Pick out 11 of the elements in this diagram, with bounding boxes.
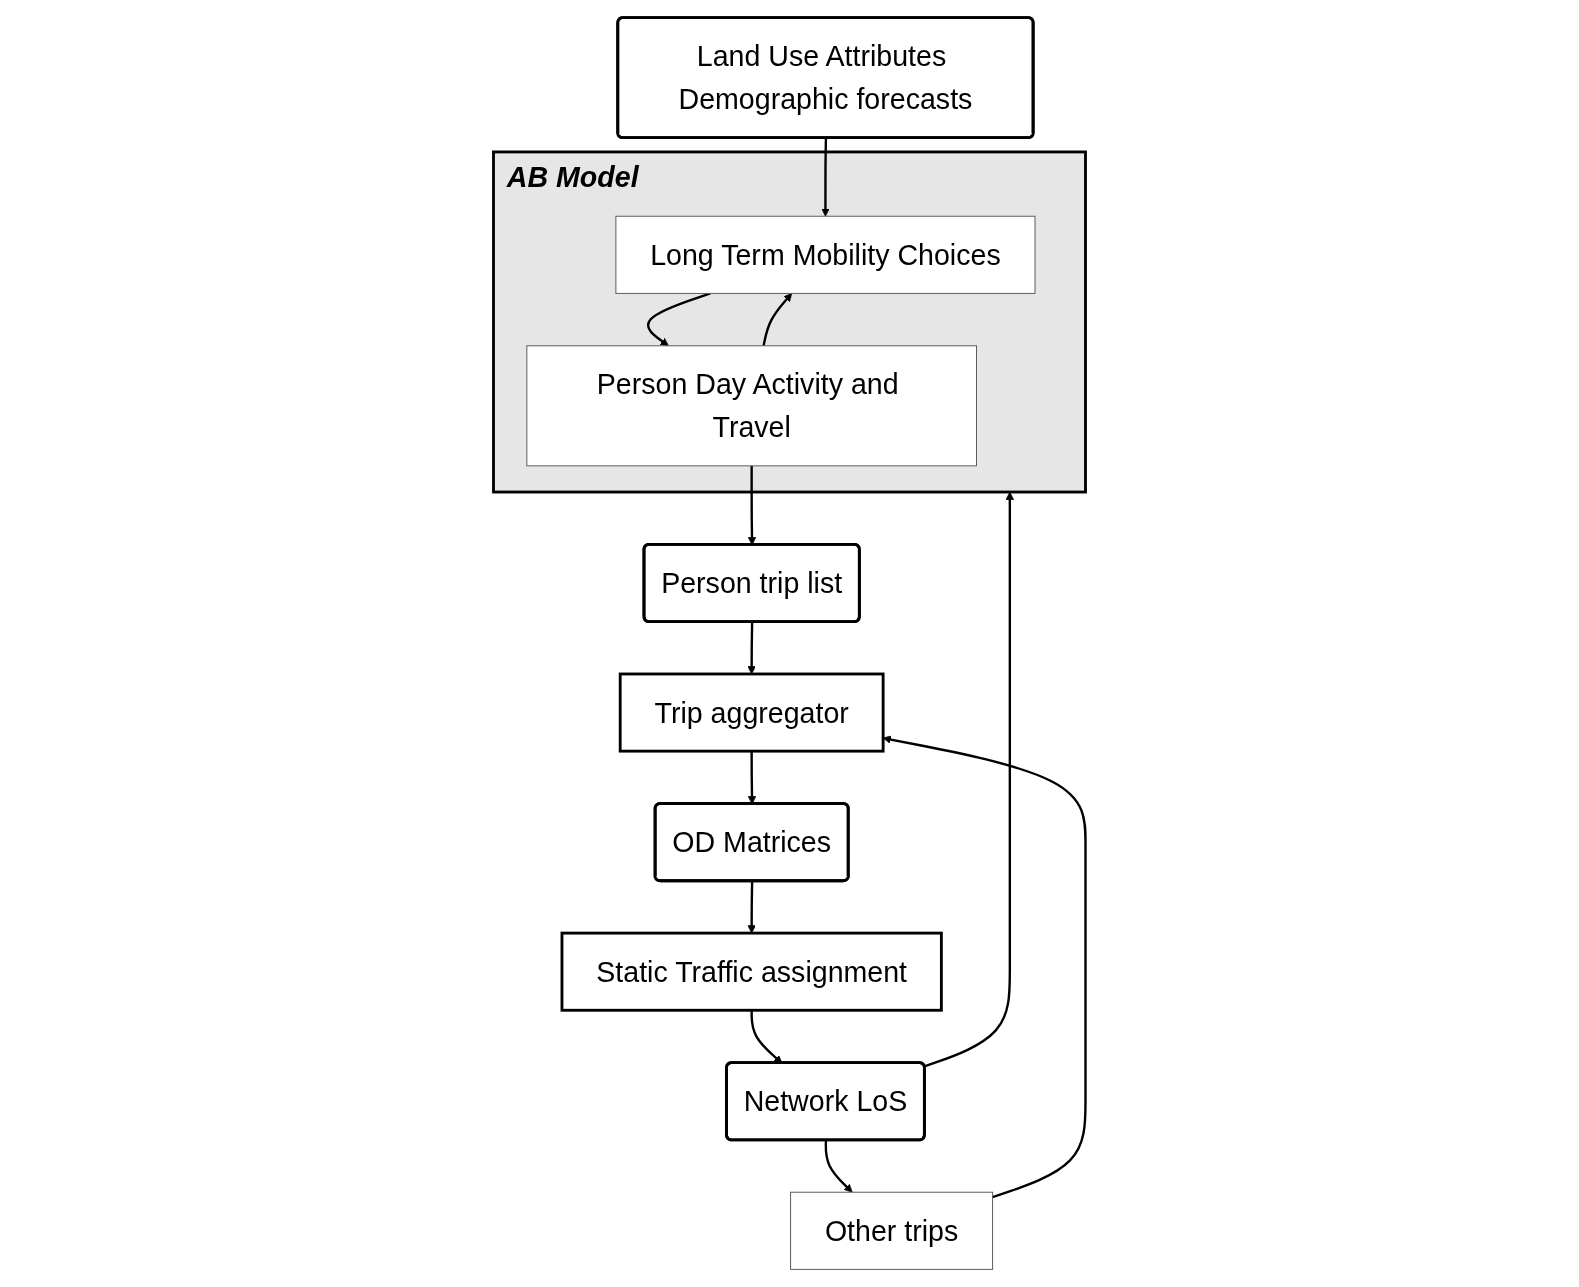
arrow — [747, 881, 756, 934]
node-box: Static Traffic assignment — [560, 931, 943, 1012]
arrow — [824, 1140, 853, 1193]
node-box: Person Day Activity and Travel — [526, 345, 977, 467]
arrow — [924, 491, 1014, 1068]
node-box: Trip aggregator — [618, 672, 885, 753]
node-box: Long Term Mobility Choices — [615, 215, 1036, 294]
arrow — [647, 292, 711, 347]
arrow — [821, 138, 830, 217]
node-box: Other trips — [790, 1191, 994, 1270]
arrow — [762, 293, 793, 347]
